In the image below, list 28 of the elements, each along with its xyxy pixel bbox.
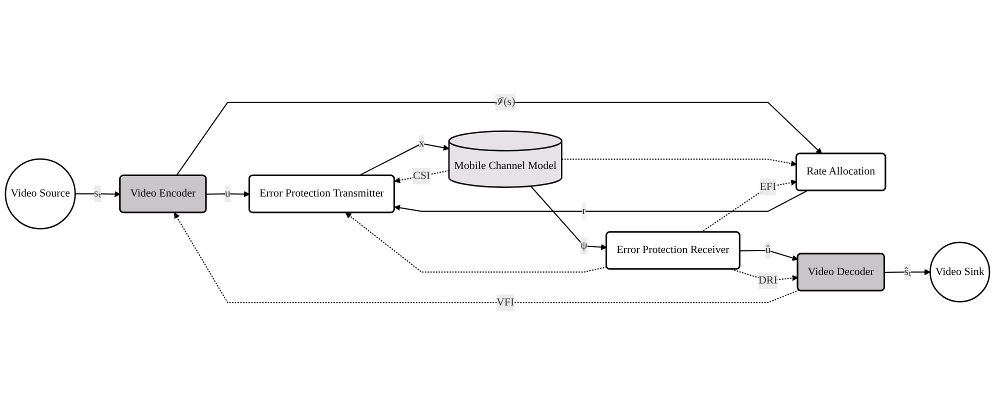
arrow	[884, 269, 930, 276]
arrow	[700, 180, 797, 233]
edge-label: u	[224, 188, 230, 200]
edge-label: ψ	[580, 240, 588, 252]
arrow	[345, 212, 607, 273]
edge-label: sₜ	[94, 188, 102, 200]
arrow	[75, 191, 121, 198]
edge-label: EFI	[760, 180, 776, 193]
arrow	[176, 102, 822, 176]
edge-label: ŝₜ	[904, 266, 912, 278]
arrow	[174, 212, 800, 304]
node-circle: Video Source	[4, 158, 76, 230]
arrow	[394, 170, 450, 184]
arrow	[394, 190, 808, 212]
edge-label: CSI	[413, 170, 430, 182]
edge-label: DRI	[758, 274, 778, 286]
arrow	[530, 186, 607, 250]
edge-label: ℐ(s)	[495, 96, 516, 108]
edge-label: x	[418, 137, 424, 150]
arrow	[206, 191, 250, 198]
edge-label: û	[765, 244, 771, 256]
arrow	[731, 268, 798, 282]
arrow	[358, 143, 450, 176]
edge-label: r	[582, 205, 586, 217]
node-circle: Video Sink	[930, 242, 990, 302]
edge-label: VFI	[496, 296, 514, 308]
arrow	[740, 250, 798, 261]
arrow	[562, 158, 797, 166]
